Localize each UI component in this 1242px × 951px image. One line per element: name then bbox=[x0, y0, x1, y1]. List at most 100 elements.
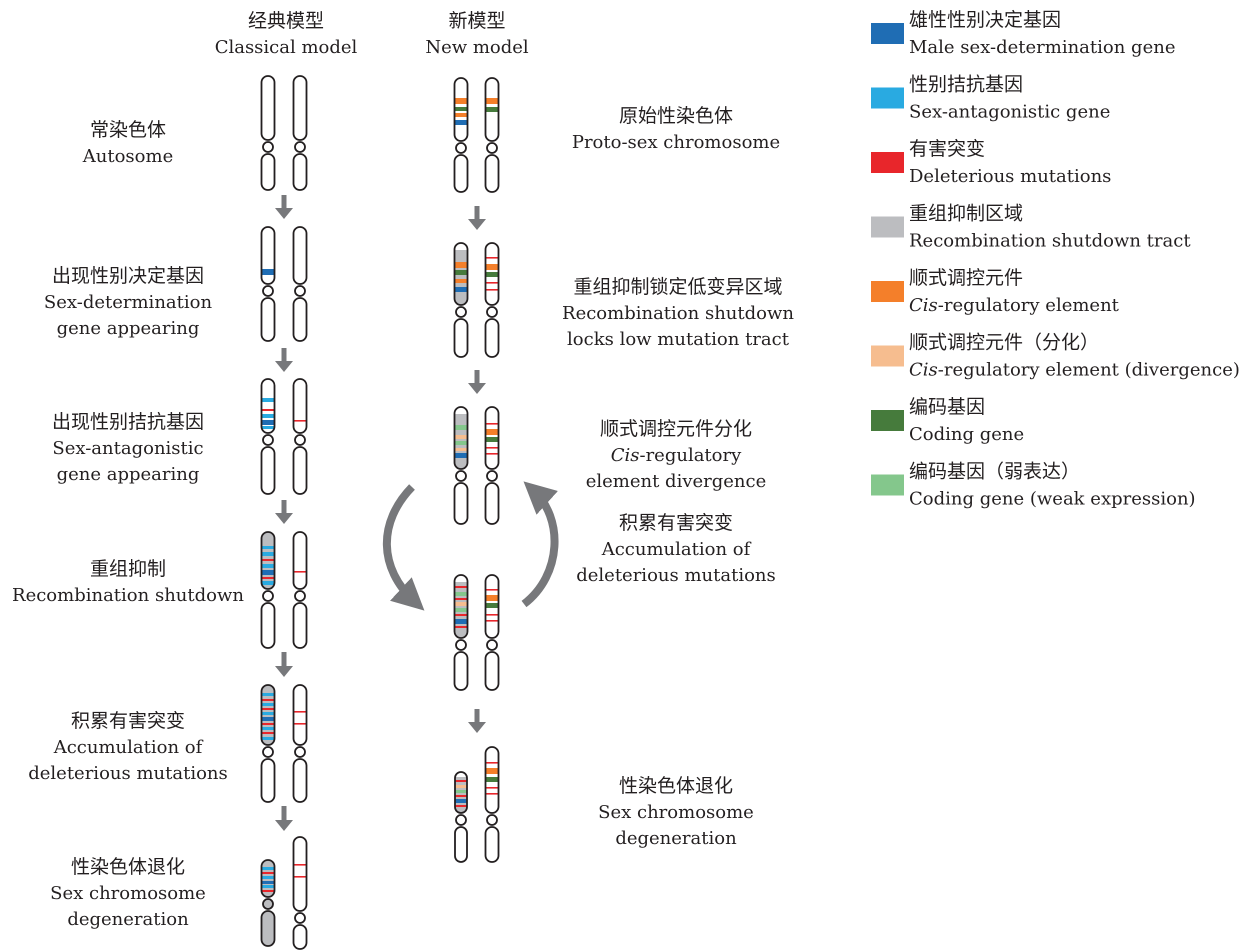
new-step-3-en2: element divergence bbox=[586, 471, 767, 492]
chromosome bbox=[292, 378, 308, 495]
gene-band bbox=[261, 559, 275, 561]
classical-step-6-en2: degeneration bbox=[67, 909, 189, 930]
step-arrow bbox=[468, 370, 486, 394]
chromosome bbox=[453, 574, 469, 691]
new-step-2-en1: Recombination shutdown bbox=[562, 303, 794, 324]
gene-band bbox=[454, 453, 468, 458]
gene-band bbox=[455, 805, 467, 807]
gene-band bbox=[485, 768, 499, 774]
chromosome-arm bbox=[484, 154, 500, 193]
chromosome-arm bbox=[260, 378, 276, 434]
chromosome-arm bbox=[454, 771, 468, 814]
new-model-header: 新模型 New model bbox=[425, 10, 529, 58]
legend-swatch-2 bbox=[871, 152, 904, 173]
centromere bbox=[262, 746, 274, 758]
centromere bbox=[294, 590, 306, 602]
chromosome bbox=[454, 771, 468, 863]
new-step-label-5: 性染色体退化 Sex chromosome degeneration bbox=[598, 775, 754, 849]
chromosome-arm bbox=[484, 77, 500, 142]
gene-band bbox=[485, 589, 499, 591]
gene-band bbox=[485, 98, 499, 104]
gene-band bbox=[485, 447, 499, 449]
gene-band bbox=[454, 98, 468, 104]
gene-band bbox=[261, 552, 275, 556]
centromere bbox=[262, 590, 274, 602]
new-header-en: New model bbox=[425, 37, 529, 58]
gene-band bbox=[261, 398, 275, 402]
chromosome-arm bbox=[453, 242, 469, 306]
chromosome-arm bbox=[484, 406, 500, 470]
centromere bbox=[294, 912, 306, 924]
chromosome-arm bbox=[260, 226, 276, 285]
centromere bbox=[455, 142, 467, 154]
classical-header-cn: 经典模型 bbox=[248, 10, 324, 32]
gene-band bbox=[485, 614, 499, 616]
step-arrow bbox=[468, 206, 486, 230]
gene-band bbox=[261, 712, 275, 715]
gene-band bbox=[261, 703, 275, 706]
legend-label-en-7: Coding gene (weak expression) bbox=[909, 489, 1196, 510]
gene-band bbox=[454, 608, 468, 612]
gene-band bbox=[485, 282, 499, 284]
gene-band bbox=[261, 581, 275, 585]
new-step-label-4: 积累有害突变 Accumulation of deleterious mutat… bbox=[576, 512, 776, 586]
new-step-label-2: 重组抑制锁定低变异区域 Recombination shutdown locks… bbox=[562, 276, 794, 350]
gene-band bbox=[261, 727, 275, 730]
chromosome bbox=[260, 684, 276, 803]
gene-band bbox=[485, 595, 499, 601]
gene-band bbox=[454, 270, 468, 275]
gene-band bbox=[454, 448, 468, 451]
cycle-arrow-left bbox=[382, 484, 425, 611]
chromosome bbox=[484, 242, 500, 358]
classical-step-label-2: 出现性别决定基因 Sex-determination gene appearin… bbox=[44, 265, 213, 339]
chromosome-arm bbox=[260, 297, 276, 342]
gene-band bbox=[261, 708, 275, 710]
legend-label-cn-7: 编码基因（弱表达） bbox=[909, 461, 1080, 483]
legend-swatch-7 bbox=[871, 474, 904, 496]
chromosome-arm bbox=[260, 446, 276, 495]
centromere bbox=[262, 898, 274, 910]
step-arrow bbox=[275, 500, 293, 524]
shutdown-region bbox=[454, 250, 468, 304]
chromosome-arm bbox=[292, 75, 308, 141]
gene-band bbox=[454, 598, 468, 600]
cycle-arrow-right bbox=[521, 481, 559, 608]
centromere bbox=[455, 639, 467, 651]
gene-band bbox=[485, 603, 499, 608]
gene-band bbox=[485, 107, 499, 112]
gene-band bbox=[261, 867, 275, 870]
legend-label-cn-6: 编码基因 bbox=[909, 396, 985, 418]
centromere bbox=[486, 306, 498, 318]
new-step-2-en2: locks low mutation tract bbox=[567, 329, 790, 350]
gene-band bbox=[485, 793, 499, 795]
chromosome bbox=[292, 684, 308, 803]
chromosome-arm bbox=[453, 318, 469, 358]
chromosome-arm bbox=[454, 826, 468, 863]
legend-swatch-1 bbox=[871, 87, 904, 109]
new-step-3-en1-italic: Cis bbox=[611, 445, 640, 466]
gene-band bbox=[485, 437, 499, 442]
chromosome-arm bbox=[453, 406, 469, 470]
chromosome bbox=[453, 406, 469, 525]
gene-band bbox=[454, 441, 468, 445]
centromere bbox=[294, 141, 306, 153]
gene-band bbox=[485, 787, 499, 789]
gene-band bbox=[261, 420, 275, 425]
legend-label-cn-5: 顺式调控元件（分化） bbox=[909, 332, 1099, 354]
gene-band bbox=[455, 785, 467, 788]
gene-band bbox=[261, 570, 275, 575]
classical-step-5-cn: 积累有害突变 bbox=[71, 710, 185, 732]
chromosome bbox=[484, 574, 500, 691]
legend-label-cn-1: 性别拮抗基因 bbox=[909, 74, 1023, 96]
legend-label-cn-2: 有害突变 bbox=[909, 138, 985, 160]
gene-band bbox=[293, 420, 307, 422]
classical-step-1-en1: Autosome bbox=[82, 146, 173, 167]
chromosome-arm bbox=[260, 75, 276, 141]
chromosome-arm bbox=[260, 910, 276, 947]
gene-band bbox=[454, 425, 468, 430]
step-arrow bbox=[275, 195, 293, 219]
gene-band bbox=[261, 546, 275, 549]
chromosome bbox=[260, 531, 276, 649]
gene-band bbox=[293, 571, 307, 573]
